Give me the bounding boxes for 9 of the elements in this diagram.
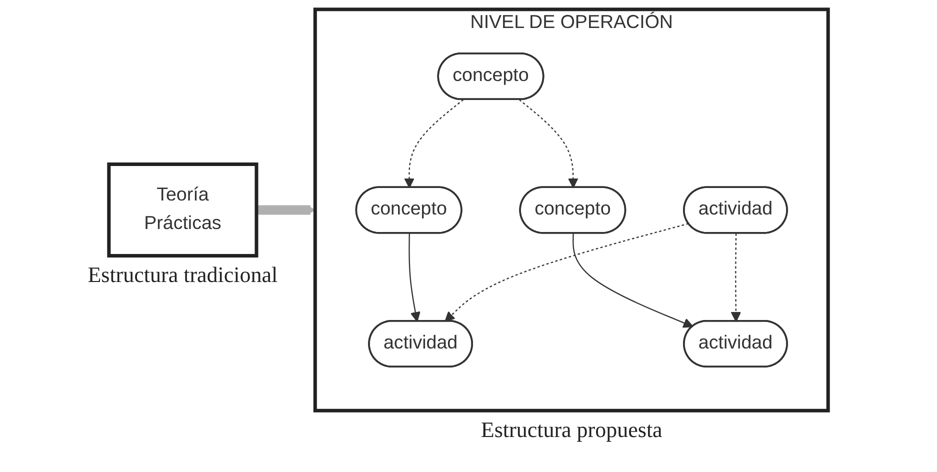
caption-text: Estructura propuesta <box>480 416 662 443</box>
arrow <box>730 233 742 322</box>
arrow <box>408 233 420 322</box>
arrow <box>404 99 464 188</box>
node-box: Teoría Prácticas <box>107 162 258 258</box>
arrow <box>572 233 694 328</box>
caption-text: Estructura tradicional <box>88 262 278 288</box>
arrow <box>444 223 689 322</box>
arrow <box>518 99 578 188</box>
